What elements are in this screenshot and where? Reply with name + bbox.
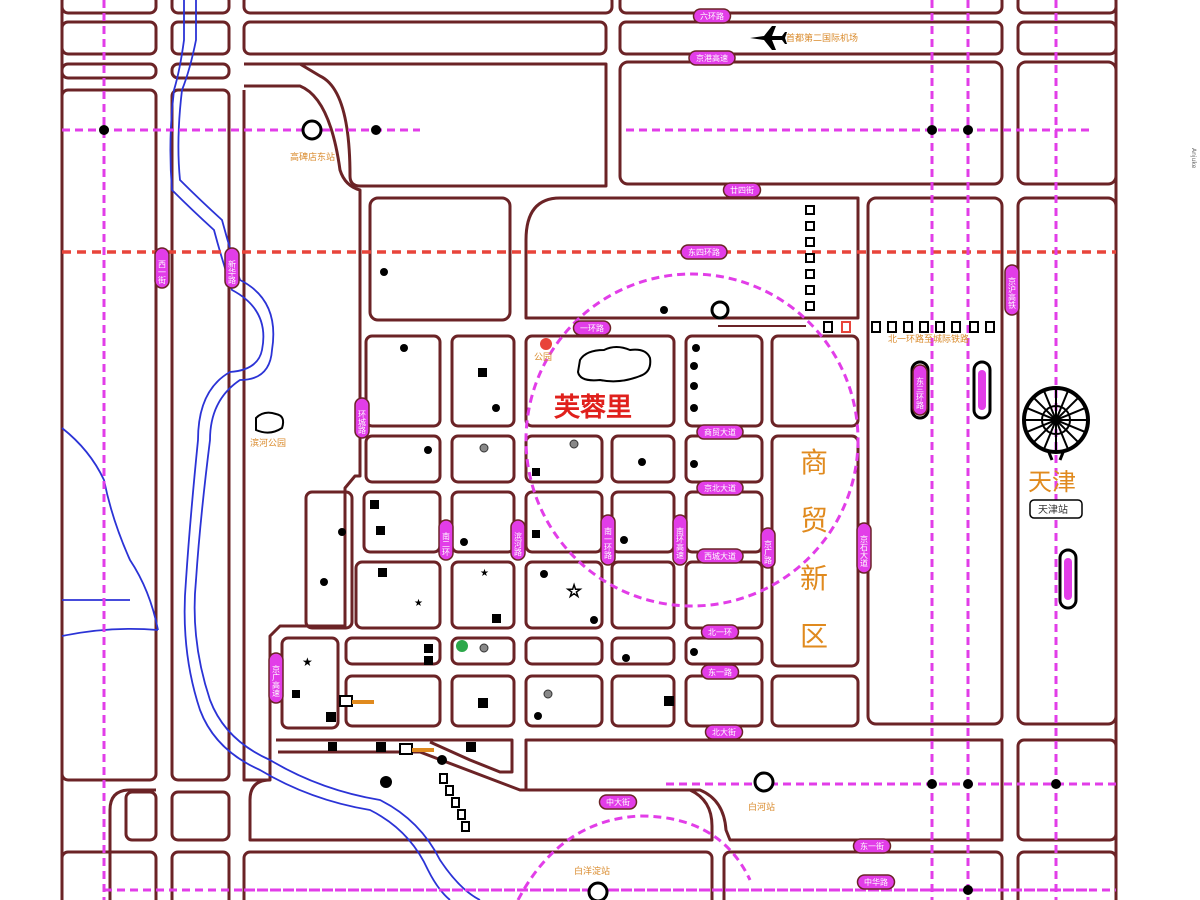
road-pill: 京广高速 (268, 652, 284, 704)
road-pill: 京广路 (760, 527, 776, 569)
metro-station-label: 白洋淀站 (574, 865, 610, 877)
road-pill-label: 京港高速 (696, 53, 728, 63)
svg-text:新: 新 (800, 562, 828, 595)
road-pill-label: 东一路 (708, 667, 732, 677)
metro-station-label: 白河站 (748, 801, 775, 813)
road-pill-label: 西一街 (158, 260, 167, 285)
capsule-fill (1064, 558, 1072, 600)
road-pill: 中华路 (856, 874, 896, 890)
road-pill-label: 环城路 (358, 410, 367, 434)
road-pill: 京沪高铁 (1004, 264, 1020, 316)
road-pill-label: 南二环 (442, 531, 451, 557)
road-pill: 六环路 (692, 8, 732, 24)
road-pill-label: 廿四街 (730, 185, 754, 195)
metro-station-label: 高碑店东站 (290, 151, 335, 163)
star-icon: ★ (302, 655, 313, 669)
small-labels: 高碑店东站 首都第二国际机场 滨河公园 白河站 白洋淀站 公园 北一环路至城际铁… (250, 32, 969, 877)
star-icon: ★ (480, 568, 489, 579)
bus-stop-icon (339, 695, 434, 755)
road-pill-label: 商贸大道 (704, 427, 736, 437)
metro-station-icon (301, 119, 775, 900)
road-pill: 北一环 (700, 624, 740, 640)
road-pill: 西一街 (154, 247, 170, 289)
road-pill-label: 一环路 (580, 323, 604, 333)
rail-note-label: 北一环路至城际铁路 (888, 333, 969, 345)
road-pill-label: 京石大道 (860, 534, 869, 568)
road-pill-label: 京广高速 (272, 664, 281, 698)
station-box (1029, 499, 1083, 519)
road-name-pills: 六环路京港高速廿四街东四环路一环路商贸大道京北大道西城大道北一环东一路北大街中大… (154, 8, 1020, 890)
ferris-wheel-icon (1022, 386, 1090, 461)
airport-icon (750, 26, 787, 50)
road-pill-label: 东四环路 (688, 247, 720, 257)
station-label: 天津站 (1038, 503, 1068, 516)
road-pill: 东一路 (700, 664, 740, 680)
road-pill-label: 北大街 (712, 727, 736, 737)
lake-shape (576, 346, 652, 383)
star-icon: ☆ (566, 581, 582, 602)
road-pill-label: 东一街 (860, 841, 884, 851)
road-pill: 东一街 (852, 838, 892, 854)
road-pill-label: 西城大道 (704, 551, 736, 561)
svg-text:贸: 贸 (800, 504, 828, 537)
road-pill: 一环路 (572, 320, 612, 336)
road-pill: 东三环路 (912, 364, 928, 416)
light-rail-stations (439, 205, 995, 832)
road-pill: 京港高速 (688, 50, 736, 66)
road-pill-label: 南环高速 (676, 526, 685, 560)
road-pill: 滨河路 (510, 519, 526, 561)
watermark: Anjuke (1190, 148, 1197, 169)
star-icon: ★ (414, 598, 423, 609)
svg-text:区: 区 (800, 620, 828, 653)
rivers (61, 0, 481, 900)
poi-label: 公园 (534, 352, 552, 363)
road-network (60, 0, 1118, 900)
green-marker (456, 640, 468, 652)
svg-text:商: 商 (800, 446, 828, 479)
road-pill: 廿四街 (722, 182, 762, 198)
road-pill: 新华路 (224, 247, 240, 289)
road-pill-label: 中大街 (606, 797, 630, 807)
road-pill: 环城路 (354, 397, 370, 439)
road-pill: 南一环路 (600, 514, 616, 566)
road-pill-label: 京北大道 (704, 483, 736, 493)
road-pill-label: 中华路 (864, 877, 888, 887)
road-pill-label: 北一环 (708, 628, 732, 637)
road-pill: 西城大道 (696, 548, 744, 564)
capsule-fill (978, 370, 986, 410)
red-marker (540, 338, 552, 350)
city-label: 天津 (1028, 468, 1076, 496)
road-pill: 南二环 (438, 519, 454, 561)
grey-markers (479, 439, 579, 699)
road-pill: 南环高速 (672, 514, 688, 566)
road-pill: 京北大道 (696, 480, 744, 496)
park-label: 滨河公园 (250, 437, 286, 449)
road-pill-label: 南一环路 (604, 526, 613, 559)
project-name: 芙蓉里 (554, 393, 632, 423)
metro-lines (62, 0, 1116, 900)
road-pill: 北大街 (704, 724, 744, 740)
road-pill-label: 新华路 (228, 259, 237, 284)
road-pill-label: 京广路 (764, 539, 773, 564)
road-pill-label: 京沪高铁 (1008, 276, 1017, 310)
road-pill: 东四环路 (680, 244, 728, 260)
road-pill-label: 滨河路 (514, 531, 523, 556)
park-lake-shape (255, 411, 285, 434)
district-label: 商 贸 新 区 (800, 446, 828, 653)
road-pill: 京石大道 (856, 522, 872, 574)
road-pill-label: 东三环路 (916, 376, 925, 409)
poi-markers (99, 125, 1061, 895)
road-pill: 中大街 (598, 794, 638, 810)
airport-label: 首都第二国际机场 (786, 32, 858, 44)
road-pill: 商贸大道 (696, 424, 744, 440)
road-pill-label: 六环路 (700, 11, 724, 21)
